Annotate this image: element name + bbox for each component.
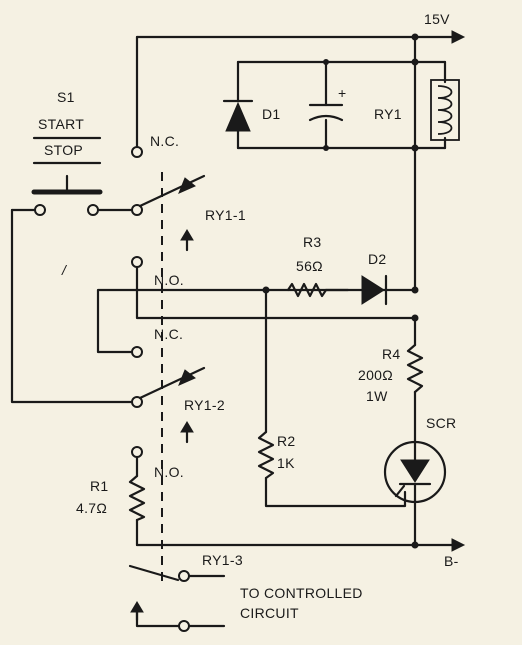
label-supply: 15V bbox=[424, 11, 450, 27]
label-r1-name: R1 bbox=[90, 478, 109, 494]
label-s1-stop: STOP bbox=[44, 142, 83, 158]
label-r2-name: R2 bbox=[277, 433, 296, 449]
label-d1: D1 bbox=[262, 106, 281, 122]
capacitor bbox=[308, 103, 344, 122]
s1-return-wire bbox=[10, 208, 133, 404]
ry1-3-wire-2 bbox=[135, 602, 182, 628]
label-controlled-line2: CIRCUIT bbox=[240, 605, 299, 621]
label-d2: D2 bbox=[368, 251, 387, 267]
label-mark: / bbox=[61, 262, 68, 278]
label-ry1-1-nc: N.C. bbox=[150, 133, 179, 149]
label-r3-value: 56Ω bbox=[296, 258, 323, 274]
label-controlled-line1: TO CONTROLLED bbox=[240, 585, 363, 601]
junction-nodes bbox=[262, 33, 419, 549]
label-s1-start: START bbox=[38, 116, 84, 132]
ry1-coil-icon bbox=[430, 79, 460, 141]
label-r4-name: R4 bbox=[382, 346, 401, 362]
label-ry1-2-nc: N.C. bbox=[154, 326, 183, 342]
ry1-3-switch-icon bbox=[128, 564, 190, 632]
label-ry1-1-no: N.O. bbox=[154, 272, 184, 288]
r4-resistor-icon bbox=[406, 343, 424, 394]
labels: 15V B- S1 START STOP D1 + RY1 N.C. RY1-1… bbox=[38, 11, 459, 621]
supply-arrow-icon bbox=[451, 30, 466, 44]
label-r2-value: 1K bbox=[277, 455, 295, 471]
label-ground: B- bbox=[444, 553, 459, 569]
label-ry1: RY1 bbox=[374, 106, 402, 122]
ground-arrow-icon bbox=[451, 538, 466, 552]
ry1-1-switch-icon bbox=[131, 146, 206, 268]
label-ry1-2: RY1-2 bbox=[184, 397, 225, 413]
label-r4-power: 1W bbox=[366, 388, 388, 404]
label-cap-polarity: + bbox=[338, 85, 346, 101]
label-r4-value: 200Ω bbox=[358, 367, 393, 383]
label-scr: SCR bbox=[426, 415, 456, 431]
label-s1: S1 bbox=[57, 89, 75, 105]
ry1-2-nc-loop bbox=[96, 288, 139, 354]
scr-icon bbox=[383, 438, 447, 504]
ry1-2-switch-icon bbox=[131, 346, 206, 458]
label-r3-name: R3 bbox=[303, 234, 322, 250]
r3-resistor-icon bbox=[286, 282, 328, 298]
s1-pushbutton-icon bbox=[31, 174, 103, 216]
r4-top-wire bbox=[135, 288, 417, 320]
r2-gate-wire bbox=[264, 288, 407, 508]
r1-resistor-icon bbox=[128, 474, 146, 522]
label-ry1-1: RY1-1 bbox=[205, 207, 246, 223]
d1-diode bbox=[222, 99, 254, 132]
label-r1-value: 4.7Ω bbox=[76, 500, 107, 516]
label-ry1-3: RY1-3 bbox=[202, 552, 243, 568]
r2-resistor-icon bbox=[257, 430, 275, 480]
label-ry1-2-no: N.O. bbox=[154, 464, 184, 480]
d2-diode bbox=[324, 274, 388, 306]
